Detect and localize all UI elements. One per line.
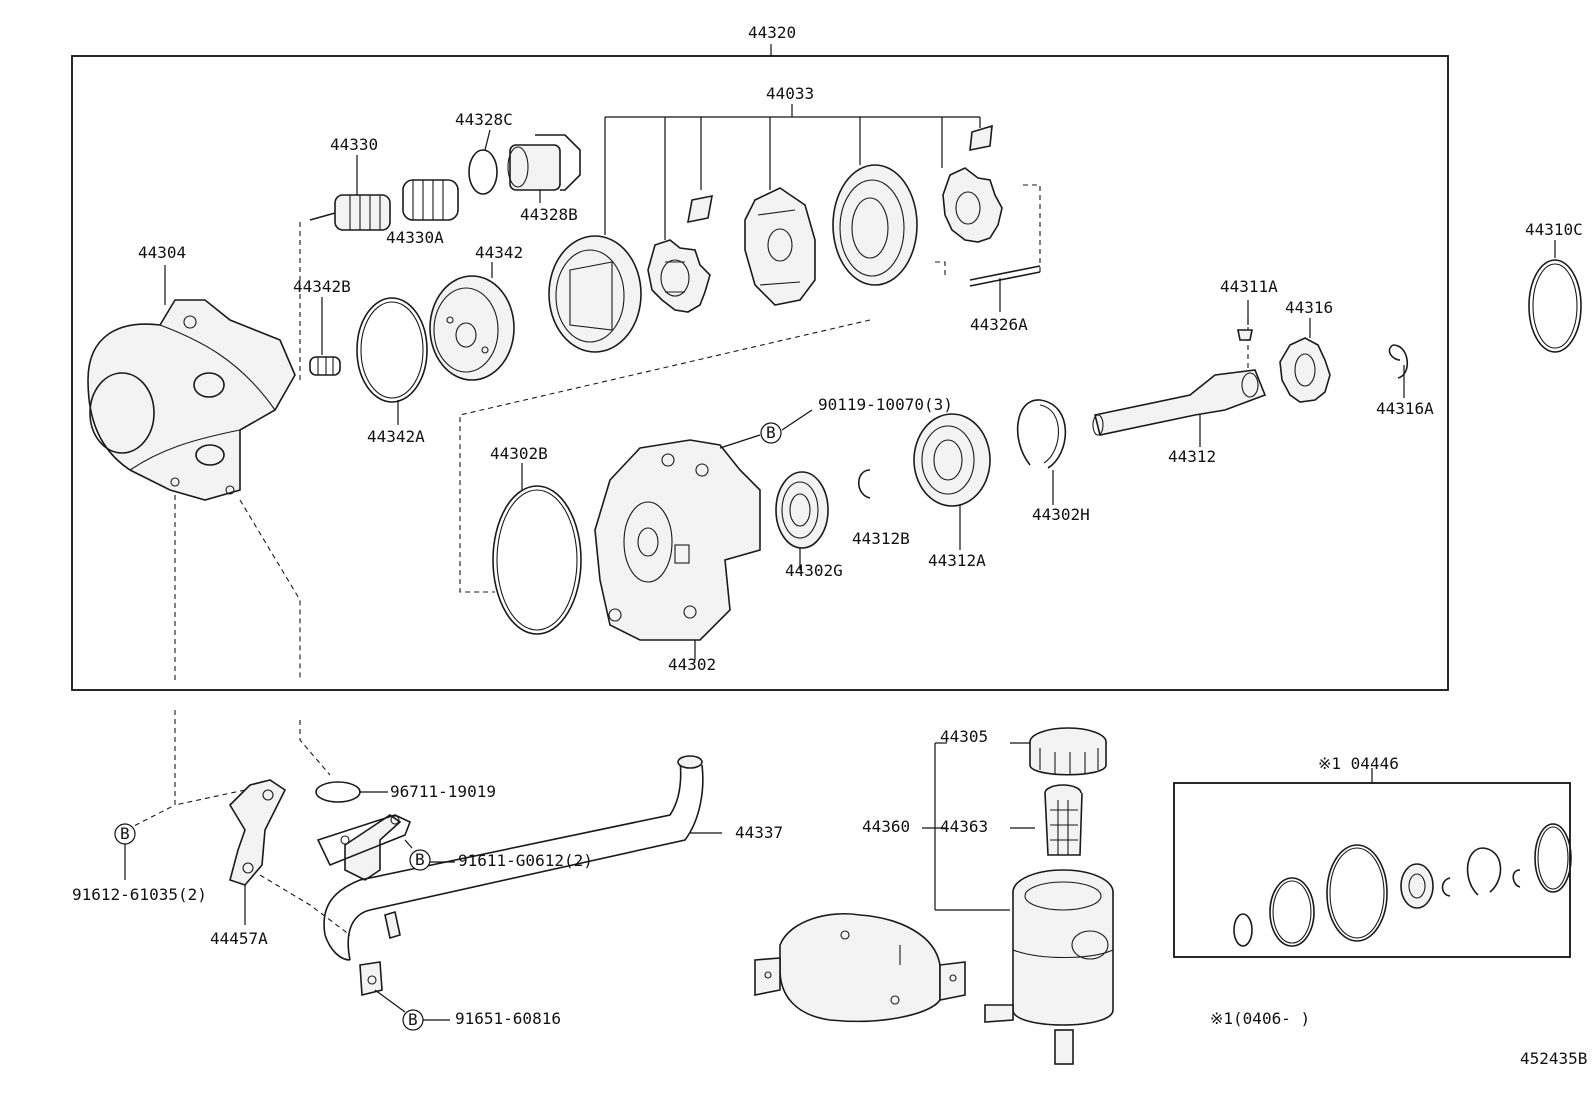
union-plug-44328B (507, 134, 581, 203)
snap-ring-44312B (857, 469, 871, 499)
bearing-44312A (913, 413, 991, 550)
label-91612-61035: 91612-61035(2) (72, 885, 207, 904)
label-note-0406: ※1(0406- ) (1210, 1009, 1310, 1028)
alignment-line-11 (259, 874, 351, 936)
pressure-plate-44033 (832, 164, 918, 286)
label-44320: 44320 (748, 23, 796, 42)
label-44312A: 44312A (928, 551, 986, 570)
bolt-91611-leader: B (404, 839, 455, 871)
assembly-frame-44320 (71, 55, 1449, 691)
bracket-44457A (228, 779, 287, 925)
bearing-44302G (775, 471, 829, 570)
alignment-line-7 (239, 499, 301, 680)
label-04446-kit: ※1 04446 (1318, 754, 1399, 773)
bolt-b-marker-icon (760, 422, 782, 444)
label-44302: 44302 (668, 655, 716, 674)
label-44342A: 44342A (367, 427, 425, 446)
bolt-marker-letter: B (415, 850, 425, 869)
label-44302B: 44302B (490, 444, 548, 463)
label-44342B: 44342B (293, 277, 351, 296)
label-44312: 44312 (1168, 447, 1216, 466)
snap-ring-44302H (1016, 399, 1067, 505)
drive-shaft-44312 (1092, 369, 1267, 447)
label-44326A: 44326A (970, 315, 1028, 334)
repair-kit-parts (1233, 823, 1572, 947)
figure-id: 452435B (1520, 1049, 1587, 1068)
key-44311A (1237, 300, 1253, 341)
label-44312B: 44312B (852, 529, 910, 548)
label-44316: 44316 (1285, 298, 1333, 317)
valve-spring-44330A (402, 179, 459, 221)
bolt-marker-letter: B (408, 1010, 418, 1029)
label-44330: 44330 (330, 135, 378, 154)
side-plate-44033 (744, 187, 816, 306)
label-44342: 44342 (475, 243, 523, 262)
bolt-marker-letter: B (766, 423, 776, 442)
bolt-91612-leader: B (114, 823, 136, 880)
alignment-line-9 (299, 720, 331, 776)
label-44033: 44033 (766, 84, 814, 103)
reservoir-clamp (754, 913, 966, 1023)
strainer-44363 (1044, 784, 1083, 856)
label-44328C: 44328C (455, 110, 513, 129)
bolt-marker-letter: B (120, 824, 130, 843)
oring-96711 (315, 781, 388, 803)
alignment-line-8 (129, 710, 176, 829)
pulley-44316 (1279, 318, 1331, 403)
label-90119-10070: 90119-10070(3) (818, 395, 953, 414)
label-44363: 44363 (940, 817, 988, 836)
spring-44342B (309, 297, 341, 376)
alignment-line-4 (459, 319, 871, 593)
label-44304: 44304 (138, 243, 186, 262)
cam-ring-44033 (548, 235, 642, 353)
label-96711-19019: 96711-19019 (390, 782, 496, 801)
oring-44310C (1528, 240, 1582, 353)
oring-44328C (468, 129, 498, 195)
label-44360: 44360 (862, 817, 910, 836)
alignment-line-3 (1020, 184, 1041, 272)
bracket-44033 (604, 104, 981, 240)
oring-44342A (356, 297, 428, 425)
label-91651-60816: 91651-60816 (455, 1009, 561, 1028)
label-44311A: 44311A (1220, 277, 1278, 296)
front-housing-44302 (594, 439, 761, 660)
label-44310C: 44310C (1525, 220, 1583, 239)
label-44337: 44337 (735, 823, 783, 842)
label-44457A: 44457A (210, 929, 268, 948)
label-91611-G0612: 91611-G0612(2) (458, 851, 593, 870)
reservoir-bracket-44360 (922, 742, 1035, 911)
label-44328B: 44328B (520, 205, 578, 224)
rotor-44033 (647, 239, 711, 313)
label-44330A: 44330A (386, 228, 444, 247)
alignment-line-2 (935, 261, 946, 275)
oring-44302B (492, 463, 582, 635)
bolt-91651-leader: B (374, 989, 450, 1031)
pump-housing-44304 (87, 265, 296, 501)
pin-44326A (969, 265, 1041, 312)
label-44305: 44305 (940, 727, 988, 746)
label-44316A: 44316A (1376, 399, 1434, 418)
label-44302G: 44302G (785, 561, 843, 580)
rear-plate-44342 (429, 262, 515, 381)
bolt-b-marker-icon (409, 849, 431, 871)
vane-2-44033 (969, 124, 993, 151)
clip-44316A (1388, 344, 1408, 398)
reservoir-cap-44305 (1029, 727, 1107, 776)
vane-44033 (687, 194, 713, 224)
bolt-90119-leader: B (719, 409, 813, 449)
flow-valve-44330 (309, 155, 391, 231)
alignment-line-10 (174, 789, 246, 806)
suction-pipe-44337 (316, 755, 722, 997)
rotor-2-44033 (942, 167, 1003, 243)
label-44302H: 44302H (1032, 505, 1090, 524)
reservoir-tank-44360 (984, 869, 1114, 1065)
